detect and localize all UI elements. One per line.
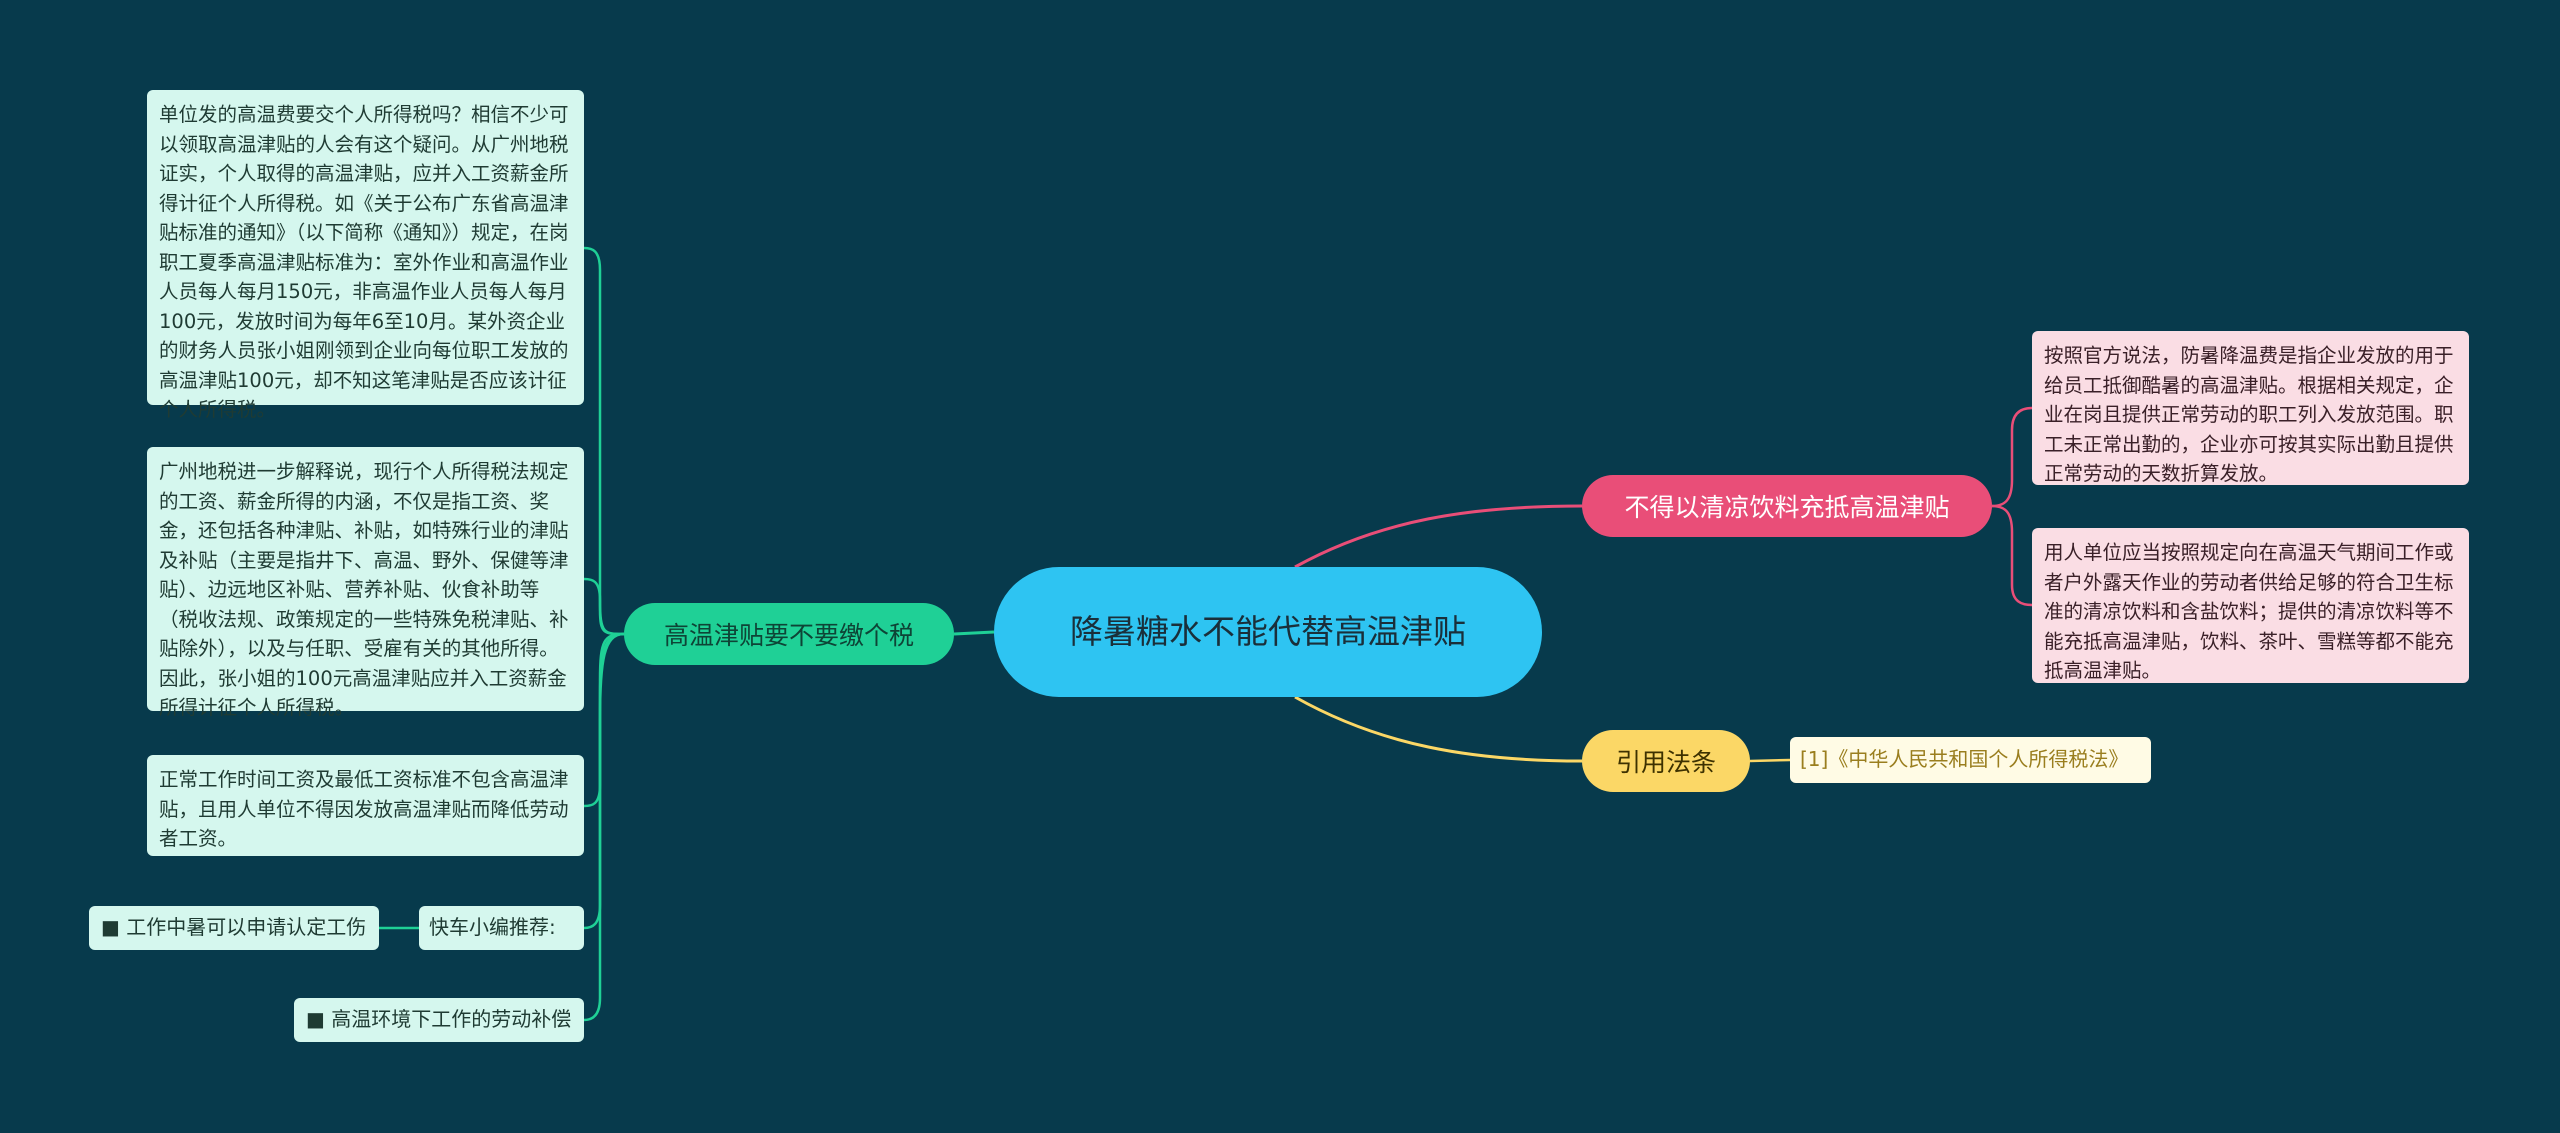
link-left-n1	[583, 246, 625, 636]
branch-no-drinks-substitute-label: 不得以清凉饮料充抵高温津贴	[1624, 493, 1950, 522]
link-yellow-y1	[1749, 758, 1791, 763]
note-tax-question-2-text: 广州地税进一步解释说，现行个人所得税法规定的工资、薪金所得的内涵，不仅是指工资、…	[159, 460, 569, 719]
branch-no-drinks-substitute[interactable]: 不得以清凉饮料充抵高温津贴	[1582, 475, 1992, 537]
recommend-item-heatstroke[interactable]: ■ 工作中暑可以申请认定工伤	[89, 906, 379, 950]
link-left-n2	[583, 577, 625, 636]
branch-tax-question[interactable]: 高温津贴要不要缴个税	[624, 603, 954, 665]
note-no-drinks-1[interactable]: 按照官方说法，防暑降温费是指企业发放的用于给员工抵御酷暑的高温津贴。根据相关规定…	[2032, 331, 2469, 485]
note-tax-question-3[interactable]: 正常工作时间工资及最低工资标准不包含高温津贴，且用人单位不得因发放高温津贴而降低…	[147, 755, 584, 856]
link-root-red	[1294, 504, 1583, 569]
link-root-left	[953, 630, 995, 636]
recommend-item-compensation-text: ■ 高温环境下工作的劳动补偿	[306, 1007, 572, 1032]
recommend-node[interactable]: 快车小编推荐:	[419, 906, 584, 950]
note-no-drinks-2-text: 用人单位应当按照规定向在高温天气期间工作或者户外露天作业的劳动者供给足够的符合卫…	[2044, 541, 2454, 682]
note-tax-question-1[interactable]: 单位发的高温费要交个人所得税吗？相信不少可以领取高温津贴的人会有这个疑问。从广州…	[147, 90, 584, 421]
link-red-r1	[1991, 406, 2033, 508]
note-tax-question-1-text: 单位发的高温费要交个人所得税吗？相信不少可以领取高温津贴的人会有这个疑问。从广州…	[159, 103, 569, 421]
note-tax-question-2[interactable]: 广州地税进一步解释说，现行个人所得税法规定的工资、薪金所得的内涵，不仅是指工资、…	[147, 447, 584, 719]
branch-tax-question-label: 高温津贴要不要缴个税	[663, 621, 914, 650]
recommend-item-compensation[interactable]: ■ 高温环境下工作的劳动补偿	[294, 998, 584, 1042]
link-left-n4	[583, 632, 625, 930]
link-red-r2	[1991, 504, 2033, 607]
branch-cited-law[interactable]: 引用法条	[1582, 730, 1750, 792]
root-topic-label: 降暑糖水不能代替高温津贴	[1070, 612, 1466, 651]
note-cited-law-1[interactable]: [1]《中华人民共和国个人所得税法》	[1790, 737, 2151, 783]
root-topic[interactable]: 降暑糖水不能代替高温津贴	[994, 567, 1542, 697]
note-no-drinks-2[interactable]: 用人单位应当按照规定向在高温天气期间工作或者户外露天作业的劳动者供给足够的符合卫…	[2032, 528, 2469, 683]
link-root-yellow	[1294, 695, 1583, 763]
note-cited-law-1-text: [1]《中华人民共和国个人所得税法》	[1800, 747, 2129, 772]
link-left-n6	[583, 632, 625, 1022]
note-tax-question-3-text: 正常工作时间工资及最低工资标准不包含高温津贴，且用人单位不得因发放高温津贴而降低…	[159, 768, 569, 850]
branch-cited-law-label: 引用法条	[1615, 748, 1716, 777]
recommend-node-label: 快车小编推荐:	[429, 915, 556, 940]
note-no-drinks-1-text: 按照官方说法，防暑降温费是指企业发放的用于给员工抵御酷暑的高温津贴。根据相关规定…	[2044, 344, 2454, 485]
recommend-item-heatstroke-text: ■ 工作中暑可以申请认定工伤	[101, 915, 367, 940]
